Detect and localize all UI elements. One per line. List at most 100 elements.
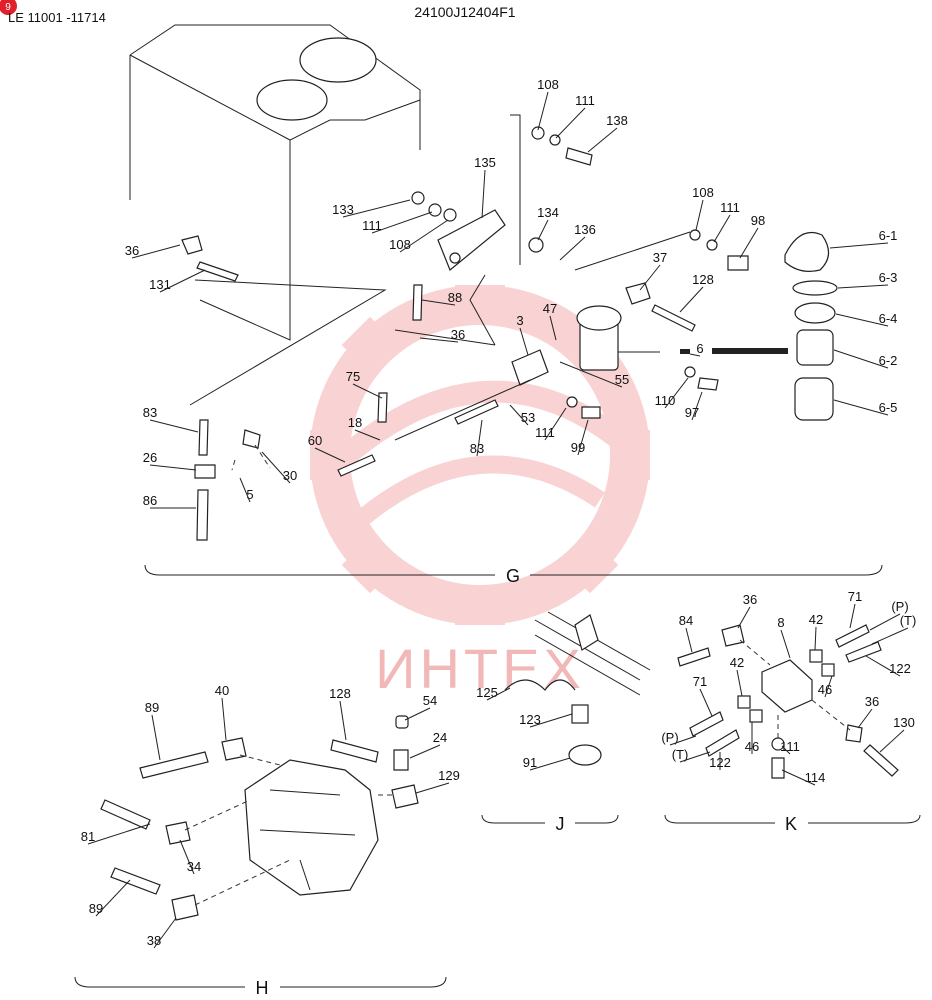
- callout-leader-line: [814, 626, 817, 651]
- section-bracket-j: [481, 814, 619, 824]
- callout-leader-line: [529, 713, 573, 728]
- callout-leader-line: [239, 477, 251, 503]
- callout-leader-line: [871, 627, 909, 645]
- part-callout-label: 88: [448, 290, 462, 305]
- part-callout-label: 34: [187, 859, 201, 874]
- callout-leader-line: [549, 315, 557, 341]
- part-callout-label: 53: [521, 410, 535, 425]
- callout-leader-line: [537, 91, 549, 131]
- section-h-drawing: [100, 715, 419, 921]
- filter-ring: [794, 302, 836, 324]
- callout-leader-line: [509, 404, 529, 426]
- hose: [100, 799, 151, 830]
- part-callout-label: 123: [519, 712, 541, 727]
- part-callout-label: 6-3: [879, 270, 898, 285]
- part-callout-label: 134: [537, 205, 559, 220]
- part-callout-label: 6-2: [879, 353, 898, 368]
- part-callout-label: 6-4: [879, 311, 898, 326]
- callout-leader-line: [664, 377, 689, 409]
- callout-leader-line: [415, 782, 450, 794]
- watermark-gear-tooth: [561, 536, 619, 594]
- hose: [705, 729, 740, 757]
- elbow-fitting: [242, 429, 261, 449]
- part-callout-label: 138: [606, 113, 628, 128]
- callout-leader-line: [481, 169, 486, 219]
- hose: [196, 261, 239, 282]
- routing-dash: [231, 444, 271, 471]
- callout-leader-line: [354, 429, 381, 441]
- pump-detail: [259, 789, 356, 891]
- hydraulic-pump: [244, 759, 379, 896]
- washer: [531, 126, 545, 140]
- watermark-swoosh: [354, 455, 605, 527]
- callout-leader-line: [669, 735, 697, 746]
- part-callout-label: 91: [523, 755, 537, 770]
- bolt: [697, 377, 719, 391]
- clamp-plate: [574, 614, 599, 651]
- callout-leader-line: [833, 349, 889, 369]
- callout-leader-line: [555, 107, 586, 139]
- part-callout-label: 47: [543, 301, 557, 316]
- callout-leader-line: [736, 669, 743, 697]
- section-label-g: G: [506, 566, 520, 586]
- spring-guard: [504, 679, 576, 691]
- routing-dash: [184, 754, 395, 906]
- part-callout-label: 26: [143, 450, 157, 465]
- hose: [863, 744, 899, 777]
- callout-leader-line: [153, 917, 177, 949]
- elbow-fitting: [181, 235, 203, 255]
- part-callout-label: 6-1: [879, 228, 898, 243]
- part-callout-label: 131: [149, 277, 171, 292]
- part-callout-label: 111: [720, 200, 740, 215]
- callout-leader-line: [559, 236, 586, 261]
- part-callout-label: 130: [893, 715, 915, 730]
- part-callout-label: 36: [451, 327, 465, 342]
- part-callout-label: (P): [661, 730, 678, 745]
- hose: [110, 867, 161, 895]
- bolt: [771, 757, 785, 779]
- callout-leader-line: [781, 745, 791, 755]
- elbow-fitting: [625, 282, 651, 305]
- part-callout-label: 125: [476, 685, 498, 700]
- callout-leader-line: [131, 244, 181, 259]
- part-callout-label: 108: [537, 77, 559, 92]
- elbow-fitting: [391, 784, 419, 809]
- hose: [454, 399, 499, 425]
- bolt: [727, 255, 749, 271]
- callout-leader-line: [221, 697, 227, 741]
- elbow-fitting: [845, 724, 863, 743]
- bolt: [581, 406, 601, 419]
- routing-line: [189, 114, 691, 441]
- callout-leader-line: [691, 391, 703, 421]
- part-callout-label: 55: [615, 372, 629, 387]
- callout-leader-line: [87, 823, 151, 845]
- part-callout-label: 89: [145, 700, 159, 715]
- part-callout-label: (T): [900, 613, 917, 628]
- callout-leader-line: [419, 337, 459, 343]
- part-callout-label: 5: [246, 487, 253, 502]
- section-label-j: J: [556, 814, 565, 834]
- part-callout-label: 122: [889, 661, 911, 676]
- callout-leader-line: [780, 629, 791, 659]
- filter-element: [796, 329, 834, 366]
- adapter-fitting: [821, 663, 835, 677]
- callout-leader-line: [352, 383, 383, 399]
- hose: [677, 647, 711, 667]
- callout-leader-line: [476, 419, 483, 457]
- tank-cap: [299, 37, 377, 83]
- part-callout-label: 108: [389, 237, 411, 252]
- part-callout-label: 111: [780, 739, 800, 754]
- filter-bowl: [794, 377, 834, 421]
- part-callout-label: 36: [865, 694, 879, 709]
- part-callout-label: 81: [81, 829, 95, 844]
- part-callout-label: 89: [89, 901, 103, 916]
- cap-fitting: [395, 715, 409, 729]
- diagram-code: 24100J12404F1: [414, 4, 515, 20]
- part-callout-label: 60: [308, 433, 322, 448]
- section-j-drawing: [504, 611, 651, 766]
- watermark-gear-tooth: [455, 585, 505, 625]
- callout-leader-line: [699, 688, 713, 717]
- hydraulic-tank: [129, 24, 421, 341]
